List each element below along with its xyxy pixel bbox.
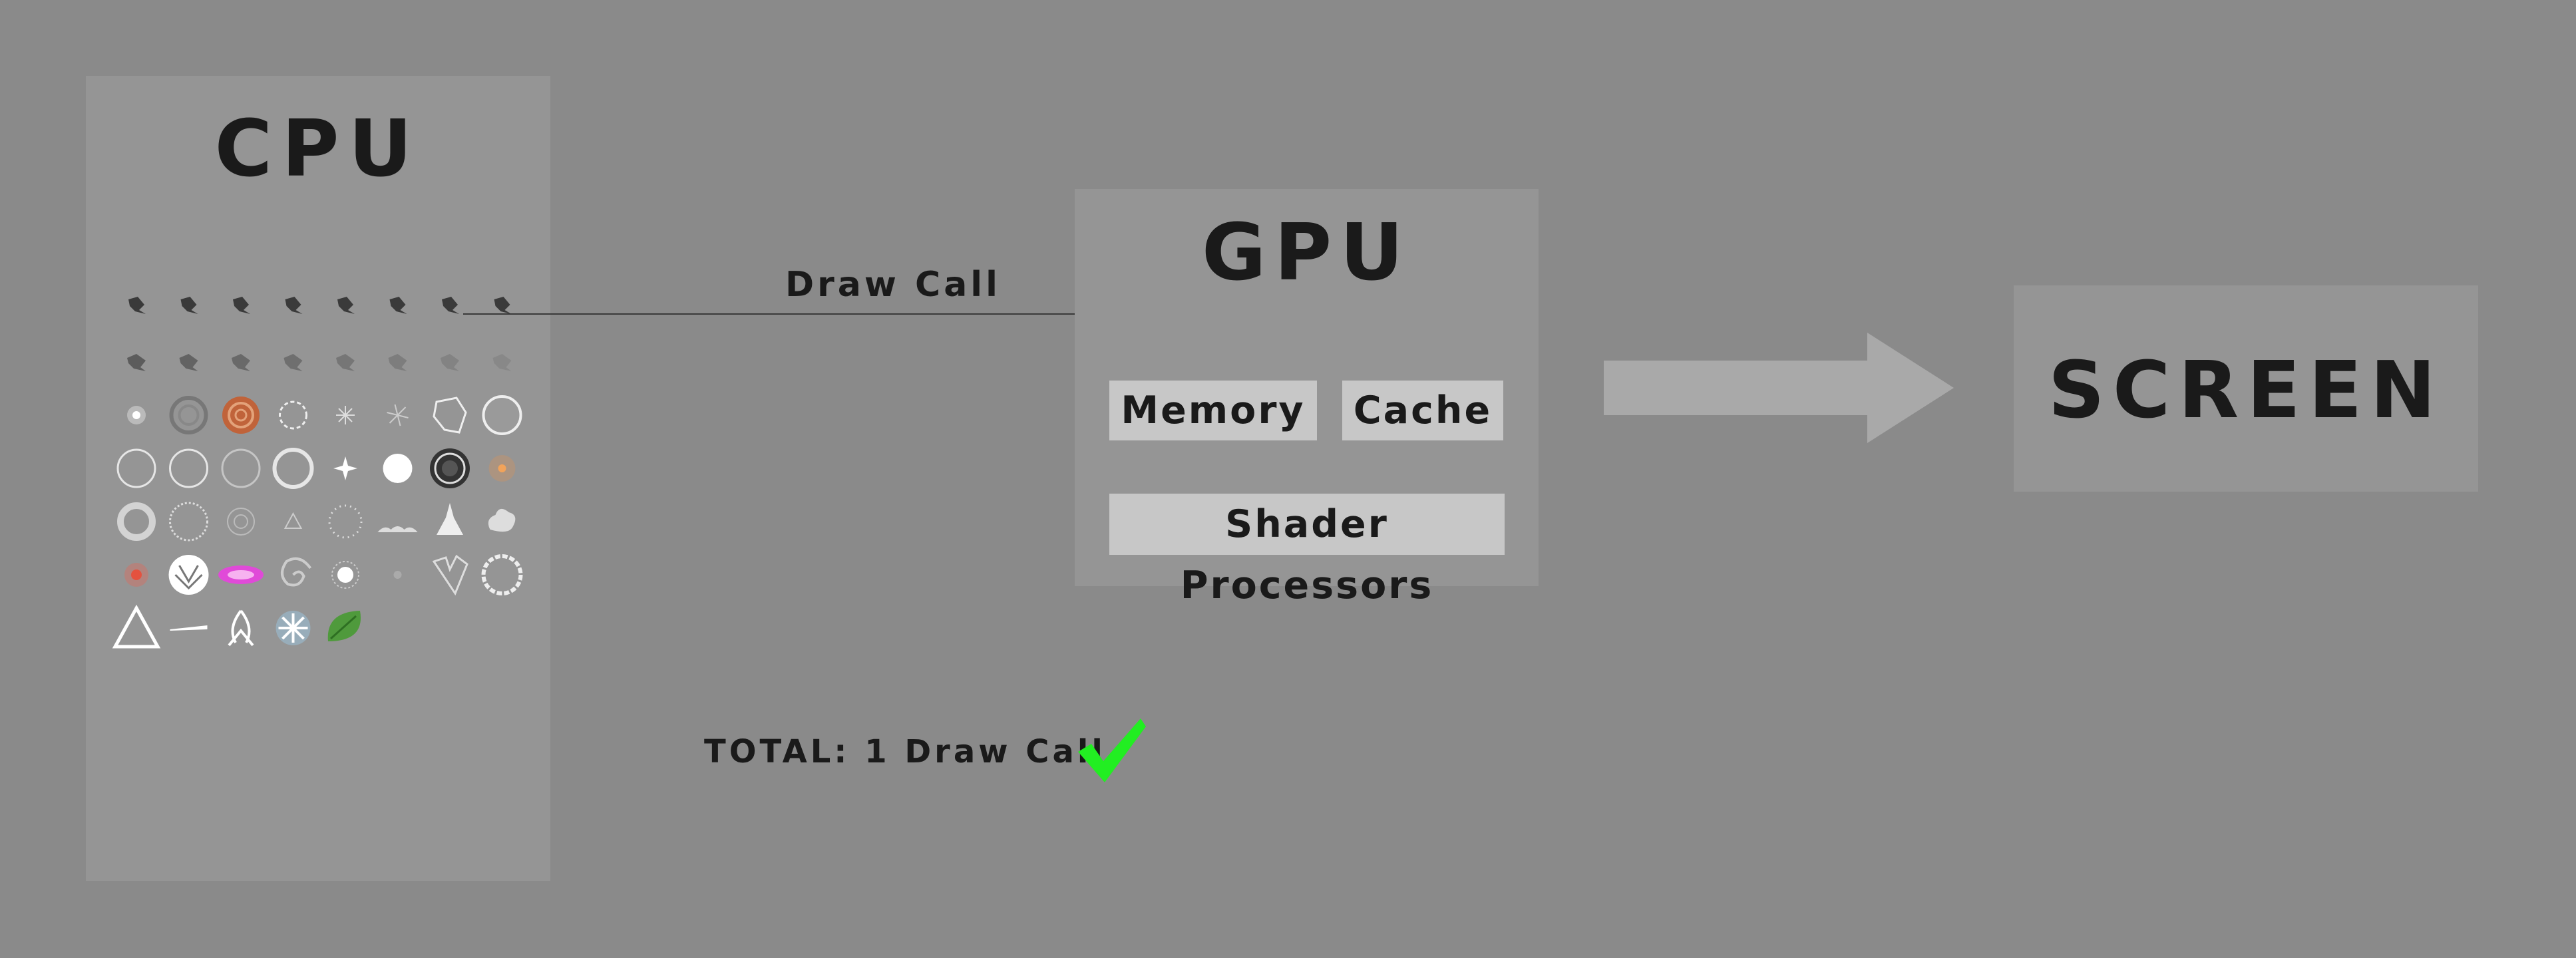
draw-call-label: Draw Call [785,265,1001,305]
smoke-puff-icon [389,297,407,314]
white-orb-icon [383,454,413,483]
dashed-ring-icon [169,502,208,542]
shard-cluster-icon [432,554,468,596]
star-crack-icon [387,404,409,426]
red-glow-icon [124,563,148,587]
crackle-ring-icon [279,400,307,430]
fire-swirl-icon [222,397,260,434]
faded-smoke-icon [127,354,146,371]
ring-icon [272,448,314,489]
snowflake-icon [276,611,311,645]
shader-processors-box: Shader Processors [1109,494,1505,607]
screen-title: SCREEN [2048,344,2444,436]
leaf-icon [327,611,361,641]
cache-box: Cache [1342,381,1503,440]
streak-icon [170,625,208,631]
ring-icon [221,448,261,488]
dotted-ring-icon [328,504,363,539]
triangle-outline-icon [112,604,161,649]
faded-smoke-icon [232,354,250,371]
faded-smoke-icon [179,354,198,371]
smoke-puff-icon [337,297,355,314]
glow-dot-icon [127,406,146,424]
faded-smoke-icon [388,354,407,371]
sparkle-icon [333,456,357,480]
explosion-icon [437,503,463,535]
screen-panel: SCREEN [2014,285,2478,492]
smoke-puff-icon [233,297,250,314]
cpu-title: CPU [214,102,422,194]
dark-shield-icon [430,448,470,488]
faint-dot-icon [393,571,402,579]
faded-smoke-icon [283,354,303,371]
faded-smoke-icon [492,354,512,371]
gpu-panel: GPU Memory Cache Shader Processors [1075,189,1539,607]
rock-cluster-icon [433,397,467,434]
total-draw-calls-label: TOTAL: 1 Draw Call [704,733,1106,770]
orange-glow-icon [488,455,516,482]
smoke-puff-icon [442,297,459,314]
cloud-puff-icon [488,508,516,532]
pink-streak-icon [218,565,264,584]
claw-orb-icon [168,555,209,595]
gpu-title: GPU [1201,206,1412,298]
soft-ring-icon [117,502,156,541]
ring-icon [116,448,156,488]
frost-ring-icon [481,554,523,595]
ring-icon [169,448,208,488]
checkmark-icon [1078,718,1146,782]
memory-box: Memory [1109,381,1317,440]
faded-smoke-icon [441,354,459,371]
spiral-icon [281,557,312,587]
smoke-puff-icon [285,297,303,314]
right-arrow-icon [1604,333,1954,443]
swirl-ring-icon [169,396,208,434]
particle-texture-grid [112,297,523,649]
faded-smoke-icon [336,354,355,371]
cpu-panel: CPU [86,76,550,881]
concentric-ring-icon [227,508,255,536]
starburst-icon [331,561,359,589]
smoke-puff-icon [180,297,198,314]
crackled-disc-icon [482,395,522,435]
ground-dust-icon [377,526,418,532]
small-triangle-icon [283,512,303,529]
smoke-puff-icon [494,297,512,314]
spark-burst-icon [336,406,355,424]
smoke-puff-icon [128,297,146,314]
draw-call-line [463,313,1075,315]
flame-rune-icon [228,609,254,647]
